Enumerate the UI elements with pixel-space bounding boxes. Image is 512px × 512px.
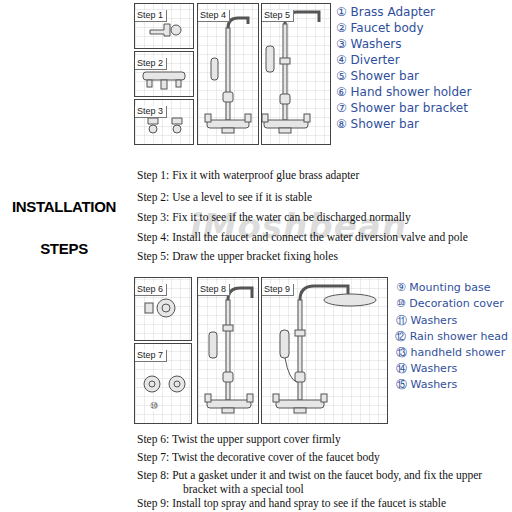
page-title: INSTALLATION STEPS: [2, 186, 126, 270]
part-name: ② Faucet body: [336, 21, 424, 35]
step-label: Step 6: [135, 284, 167, 296]
step-label: Step 5: [262, 10, 294, 22]
step-panel: Step 1: [134, 3, 194, 49]
step-instruction: Step 4: Install the faucet and connect t…: [137, 230, 512, 244]
step-instruction: Step 6: Twist the upper support cover fi…: [137, 432, 512, 446]
part-name: ⑧ Shower bar: [336, 117, 419, 131]
part-name: ⑬ handheld shower: [396, 345, 505, 360]
part-name: ⑮ Washers: [396, 377, 457, 392]
step-panel: Step 2: [134, 51, 194, 97]
step-instruction: Step 8: Put a gasket under it and twist …: [137, 468, 495, 496]
part-name: ⑤ Shower bar: [336, 69, 419, 83]
step-panel: Step 9: [261, 277, 388, 424]
step-label: Step 9: [262, 284, 294, 296]
part-name: ⑩ Decoration cover: [396, 297, 504, 310]
step-label: Step 7: [135, 350, 167, 362]
step-instruction: Step 9: Install top spray and hand spray…: [137, 496, 512, 510]
step-instruction: Step 5: Draw the upper bracket fixing ho…: [137, 249, 512, 263]
step-instruction: Step 1: Fix it with waterproof glue bras…: [137, 168, 512, 182]
step-label: Step 1: [135, 10, 167, 22]
step-panel: Step 3: [134, 99, 194, 145]
step-panel: Step 8: [197, 277, 259, 424]
part-name: ⑪ Washers: [396, 313, 457, 328]
step-label: Step 2: [135, 58, 167, 70]
step-panel: Step 6: [134, 277, 192, 341]
part-name: ⑫ Rain shower head: [395, 329, 508, 344]
step-panel: Step 5: [261, 3, 331, 145]
step-instruction: Step 7: Twist the decorative cover of th…: [137, 450, 512, 464]
callout-number: ⑩: [150, 401, 158, 411]
step-instruction: Step 3: Fix it to see if the water can b…: [137, 210, 512, 224]
part-name: ⑨ Mounting base: [396, 281, 491, 294]
step-panel: Step 4: [197, 3, 259, 145]
part-name: ④ Diverter: [336, 53, 400, 67]
part-name: ⑦ Shower bar bracket: [336, 101, 468, 115]
part-name: ⑥ Hand shower holder: [336, 85, 471, 99]
part-name: ③ Washers: [336, 37, 401, 51]
step-label: Step 8: [198, 284, 230, 296]
step-label: Step 3: [135, 106, 167, 118]
step-instruction: Step 2: Use a level to see if it is stab…: [137, 190, 512, 204]
part-name: ⑭ Washers: [396, 361, 457, 376]
step-panel: Step 7: [134, 343, 192, 424]
part-name: ① Brass Adapter: [336, 5, 435, 19]
step-label: Step 4: [198, 10, 230, 22]
